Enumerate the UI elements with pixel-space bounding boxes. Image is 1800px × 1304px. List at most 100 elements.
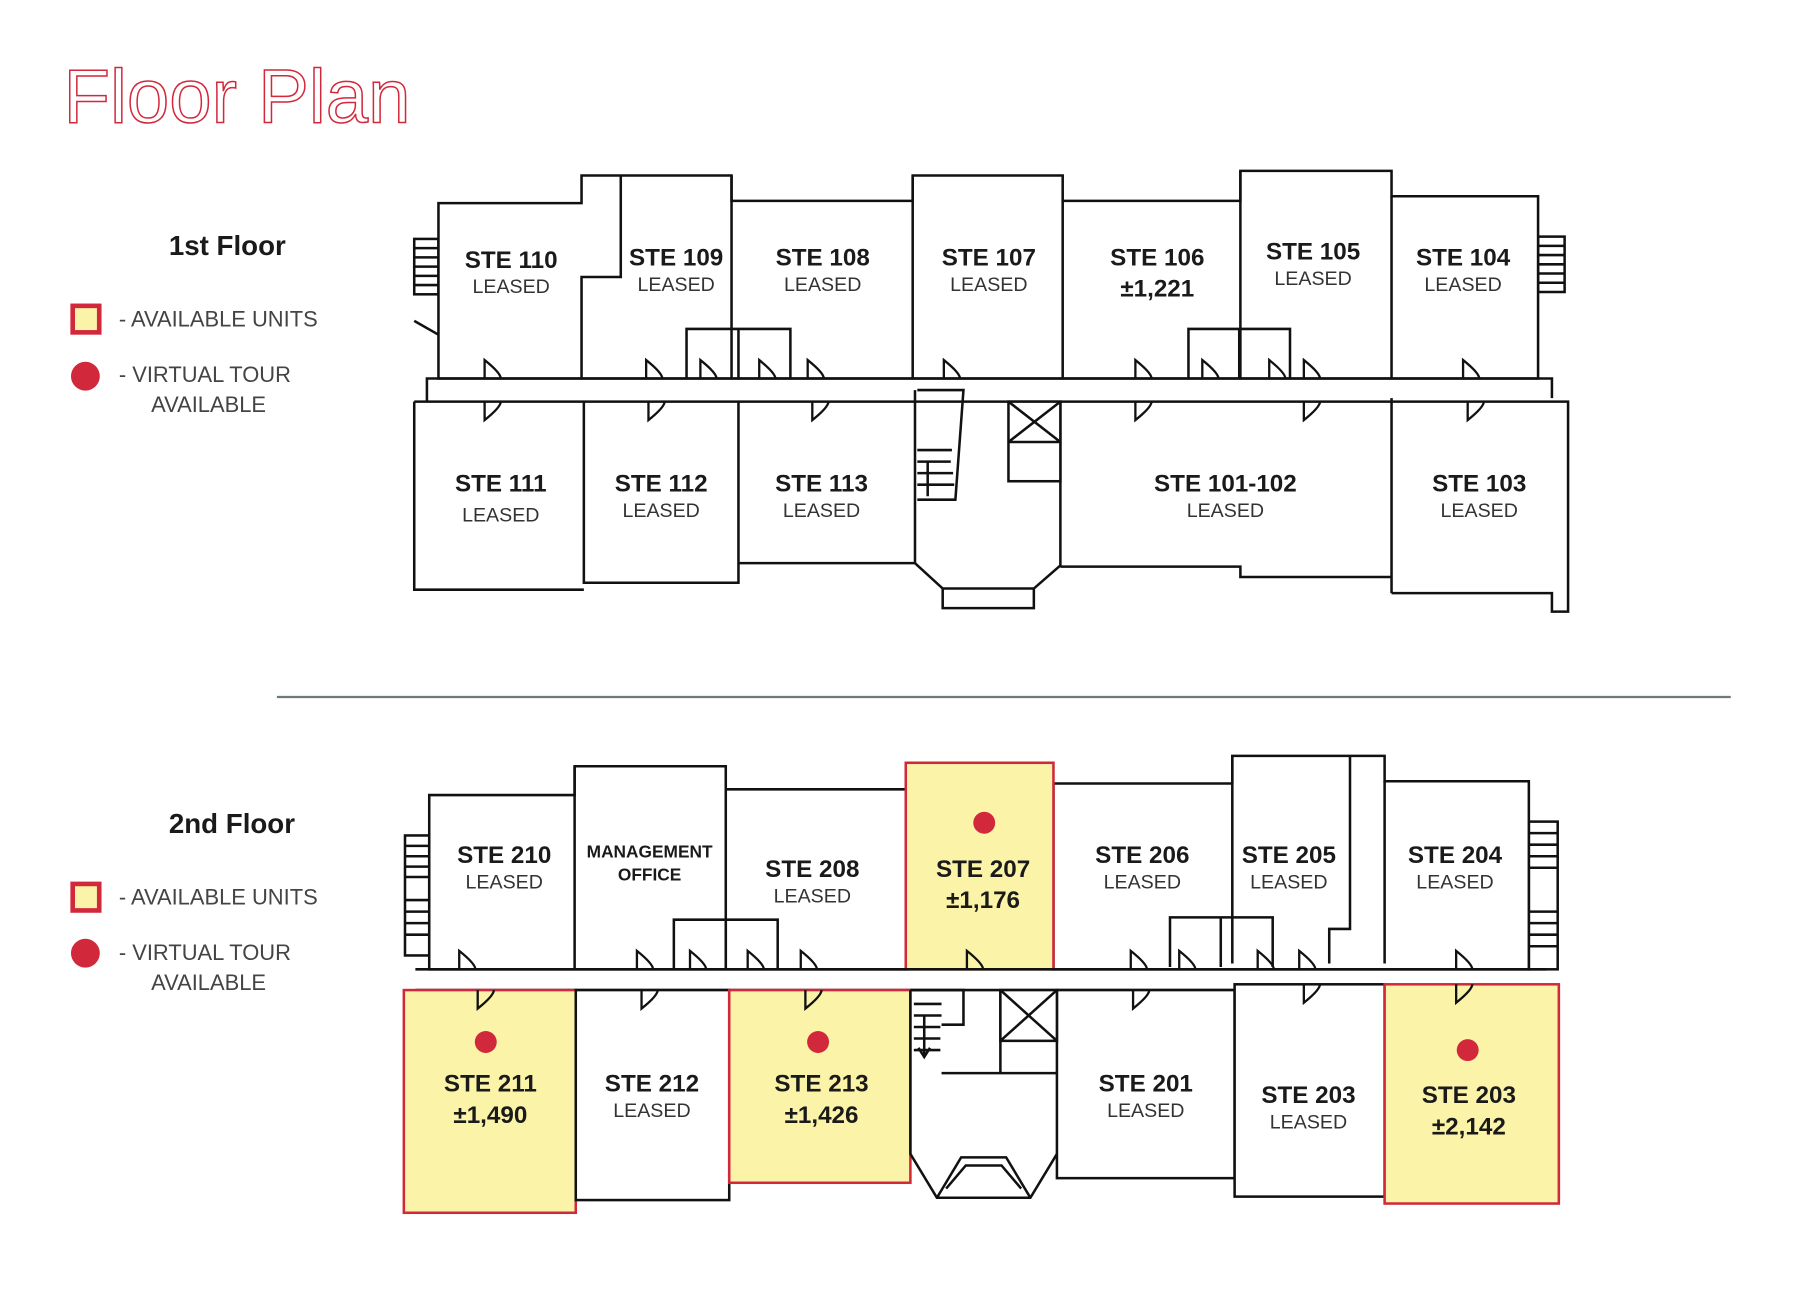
suite-211[interactable]: STE 211 ±1,490 bbox=[444, 1071, 537, 1129]
suite-name: STE 203 bbox=[1261, 1082, 1355, 1109]
legend-floor-2: 2nd Floor - AVAILABLE UNITS - VIRTUAL TO… bbox=[70, 808, 318, 995]
door-icon bbox=[483, 357, 502, 379]
virtual-tour-dot-icon[interactable] bbox=[807, 1031, 830, 1053]
legend-floor-1: 1st Floor - AVAILABLE UNITS - VIRTUAL TO… bbox=[70, 230, 318, 417]
floor-2-plan bbox=[402, 754, 1561, 1215]
suite-status: ±2,142 bbox=[1432, 1113, 1506, 1140]
suite-name: STE 110 bbox=[465, 247, 558, 274]
door-icon bbox=[942, 357, 962, 379]
door-icon bbox=[699, 357, 718, 379]
suite-name: STE 205 bbox=[1242, 842, 1336, 869]
suite-status: ±1,490 bbox=[453, 1102, 527, 1129]
suite-name: STE 203 bbox=[1422, 1082, 1516, 1109]
suite-status: LEASED bbox=[1441, 500, 1518, 522]
suite-status: LEASED bbox=[1187, 500, 1264, 522]
suite-status: LEASED bbox=[462, 505, 539, 527]
door-icon bbox=[806, 357, 825, 379]
virtual-tour-dot-icon[interactable] bbox=[474, 1031, 497, 1053]
suite-106[interactable]: STE 106 ±1,221 bbox=[1110, 244, 1204, 302]
legend-available-label: - AVAILABLE UNITS bbox=[119, 307, 318, 332]
door-icon bbox=[799, 948, 819, 970]
virtual-tour-dot-icon bbox=[70, 938, 100, 968]
virtual-tour-dot-icon[interactable] bbox=[1456, 1039, 1479, 1062]
suite-213[interactable]: STE 213±1,426 bbox=[774, 1071, 868, 1129]
suite-name: STE 211 bbox=[444, 1071, 537, 1098]
suite-203-available[interactable]: STE 203 ±2,142 bbox=[1422, 1082, 1516, 1140]
suite-name: STE 101-102 bbox=[1154, 471, 1297, 498]
suite-status: LEASED bbox=[774, 885, 851, 907]
door-icon bbox=[458, 948, 477, 970]
stairs-icon bbox=[403, 834, 431, 957]
suite-name: STE 103 bbox=[1432, 471, 1526, 498]
door-icon bbox=[688, 948, 708, 970]
door-icon bbox=[1201, 357, 1220, 379]
suite-name: MANAGEMENT bbox=[587, 841, 713, 861]
suite-status: LEASED bbox=[1416, 872, 1493, 894]
suite-207[interactable]: STE 207±1,176 bbox=[936, 856, 1030, 914]
door-icon bbox=[640, 989, 659, 1011]
suite-211-available-area bbox=[402, 988, 578, 1215]
virtual-tour-dot-icon[interactable] bbox=[973, 811, 996, 834]
floor-1-label: 1st Floor bbox=[169, 230, 286, 261]
suite-status: LEASED bbox=[466, 872, 543, 894]
door-icon bbox=[1178, 948, 1197, 970]
legend-virtual-tour-label: - VIRTUAL TOUR bbox=[119, 940, 291, 965]
suite-status: LEASED bbox=[637, 274, 714, 296]
suite-status: LEASED bbox=[783, 500, 860, 522]
suite-status: LEASED bbox=[1424, 274, 1501, 296]
door-swings bbox=[458, 357, 1485, 1011]
suite-status: ±1,426 bbox=[785, 1102, 859, 1129]
door-icon bbox=[1302, 401, 1322, 423]
suite-name: STE 104 bbox=[1416, 244, 1511, 271]
door-icon bbox=[476, 989, 495, 1011]
stairs-up-icon bbox=[917, 388, 965, 501]
stairs-down-icon bbox=[910, 988, 965, 1060]
legend-virtual-tour-label-2: AVAILABLE bbox=[151, 970, 266, 995]
door-icon bbox=[635, 948, 655, 970]
door-icon bbox=[965, 948, 985, 970]
door-icon bbox=[1134, 401, 1153, 423]
suite-name: STE 111 bbox=[455, 471, 547, 498]
suite-name: STE 113 bbox=[775, 471, 868, 498]
suite-status: LEASED bbox=[1250, 872, 1327, 894]
door-icon bbox=[647, 401, 666, 423]
suite-name: STE 106 bbox=[1110, 244, 1204, 271]
suite-status: LEASED bbox=[950, 274, 1027, 296]
floor-2-label: 2nd Floor bbox=[169, 808, 295, 839]
suite-status: ±1,221 bbox=[1120, 276, 1194, 303]
suite-203-available-area bbox=[1383, 983, 1561, 1205]
suite-name: STE 212 bbox=[605, 1071, 699, 1098]
suite-name: STE 208 bbox=[765, 856, 859, 883]
door-icon bbox=[644, 357, 664, 379]
door-icon bbox=[758, 357, 777, 379]
available-units-swatch-icon bbox=[70, 881, 102, 913]
door-icon bbox=[746, 948, 765, 970]
suite-name: STE 204 bbox=[1408, 842, 1503, 869]
suite-name: STE 207 bbox=[936, 856, 1030, 883]
suite-status: LEASED bbox=[784, 274, 861, 296]
elevator-icon bbox=[999, 989, 1058, 1042]
